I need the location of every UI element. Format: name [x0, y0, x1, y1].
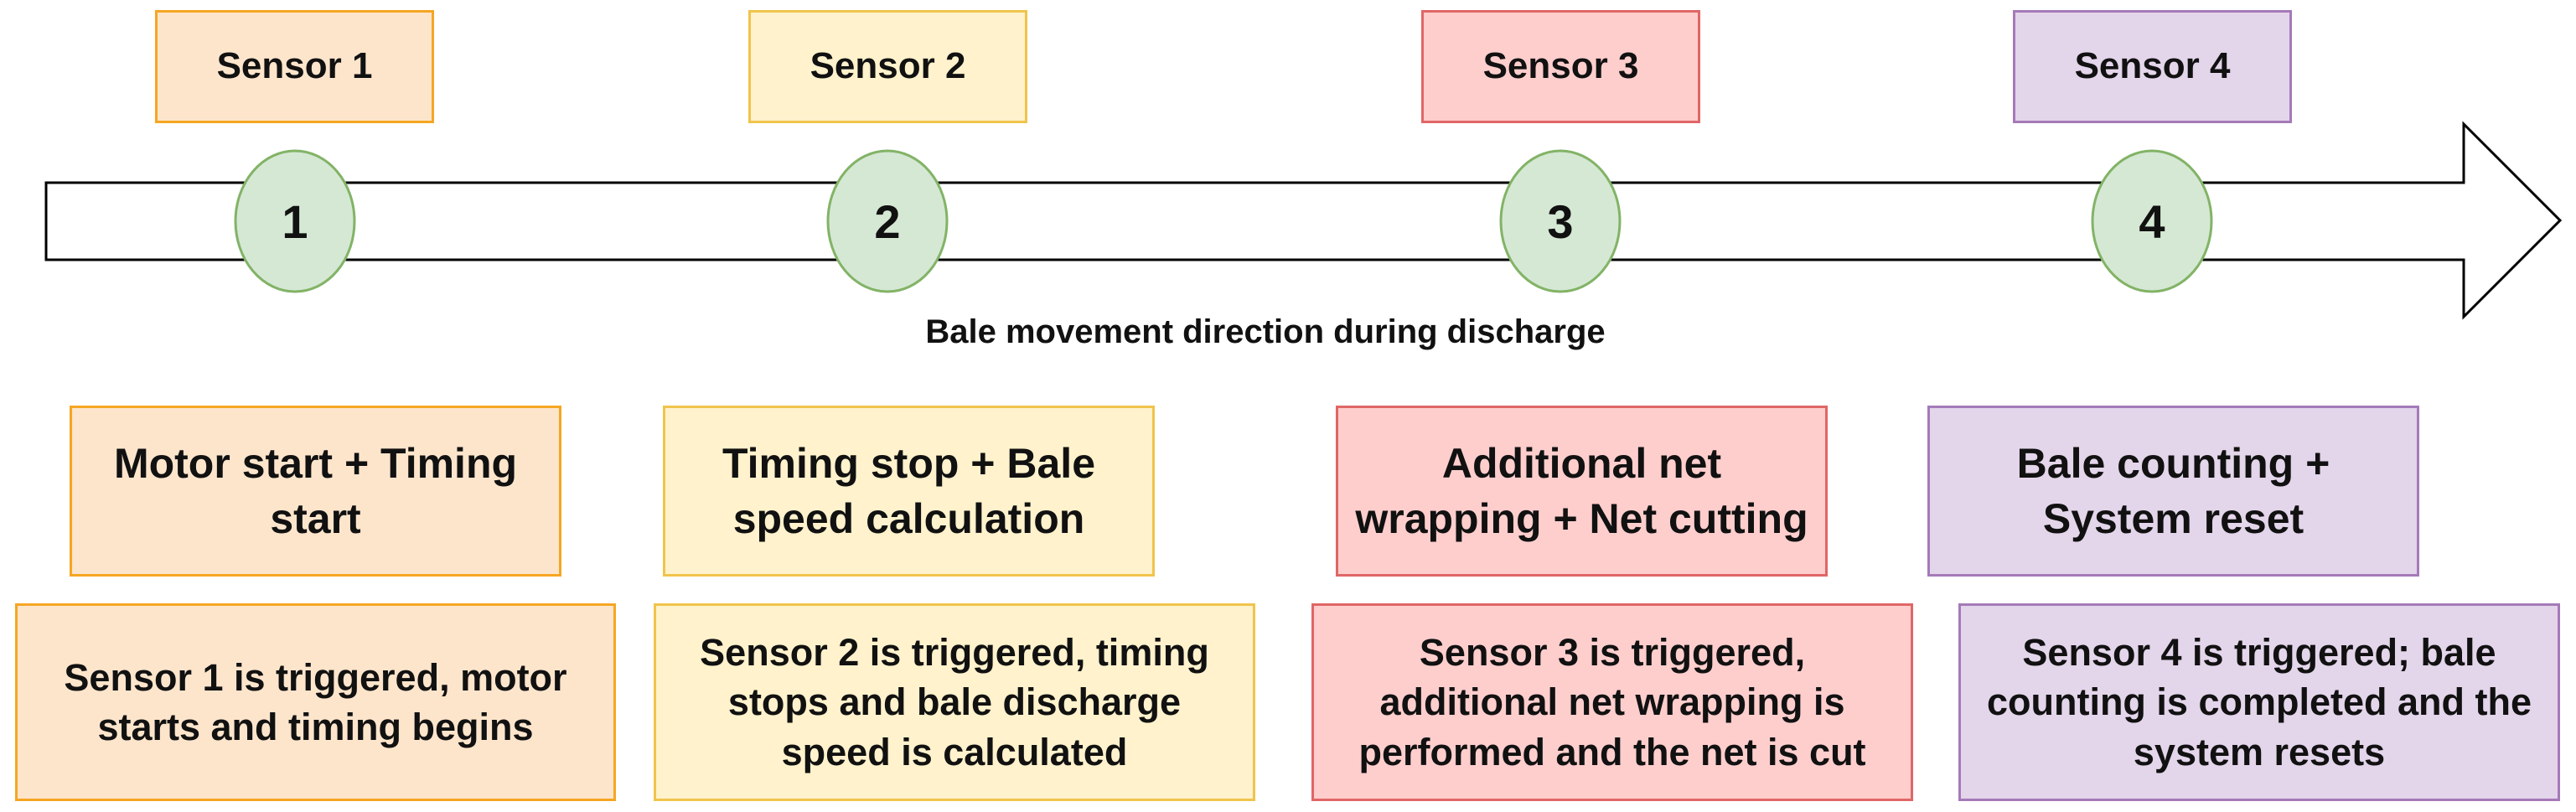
- sensor-4-label: Sensor 4: [2013, 10, 2292, 123]
- sensor-marker-2-number: 2: [874, 195, 900, 248]
- stage-3-title: Additional net wrapping + Net cutting: [1336, 406, 1828, 577]
- stage-1-title: Motor start + Timing start: [70, 406, 561, 577]
- sensor-marker-1-number: 1: [282, 195, 308, 248]
- stage-2-title: Timing stop + Bale speed calculation: [663, 406, 1155, 577]
- sensor-marker-4-number: 4: [2139, 195, 2165, 248]
- stage-1-description: Sensor 1 is triggered, motor starts and …: [15, 603, 616, 801]
- sensor-marker-4: 4: [2091, 149, 2213, 293]
- sensor-3-label: Sensor 3: [1421, 10, 1700, 123]
- sensor-2-label: Sensor 2: [748, 10, 1027, 123]
- stage-2-description: Sensor 2 is triggered, timing stops and …: [654, 603, 1255, 801]
- sensor-marker-3: 3: [1499, 149, 1622, 293]
- stage-4-description: Sensor 4 is triggered; bale counting is …: [1958, 603, 2560, 801]
- sensor-1-label: Sensor 1: [155, 10, 434, 123]
- sensor-marker-1: 1: [234, 149, 356, 293]
- arrow-caption: Bale movement direction during discharge: [925, 313, 1606, 350]
- stage-4-title: Bale counting + System reset: [1927, 406, 2419, 577]
- sensor-marker-2: 2: [826, 149, 949, 293]
- stage-3-description: Sensor 3 is triggered, additional net wr…: [1311, 603, 1913, 801]
- arrow-shape: [44, 121, 2563, 320]
- sensor-marker-3-number: 3: [1547, 195, 1573, 248]
